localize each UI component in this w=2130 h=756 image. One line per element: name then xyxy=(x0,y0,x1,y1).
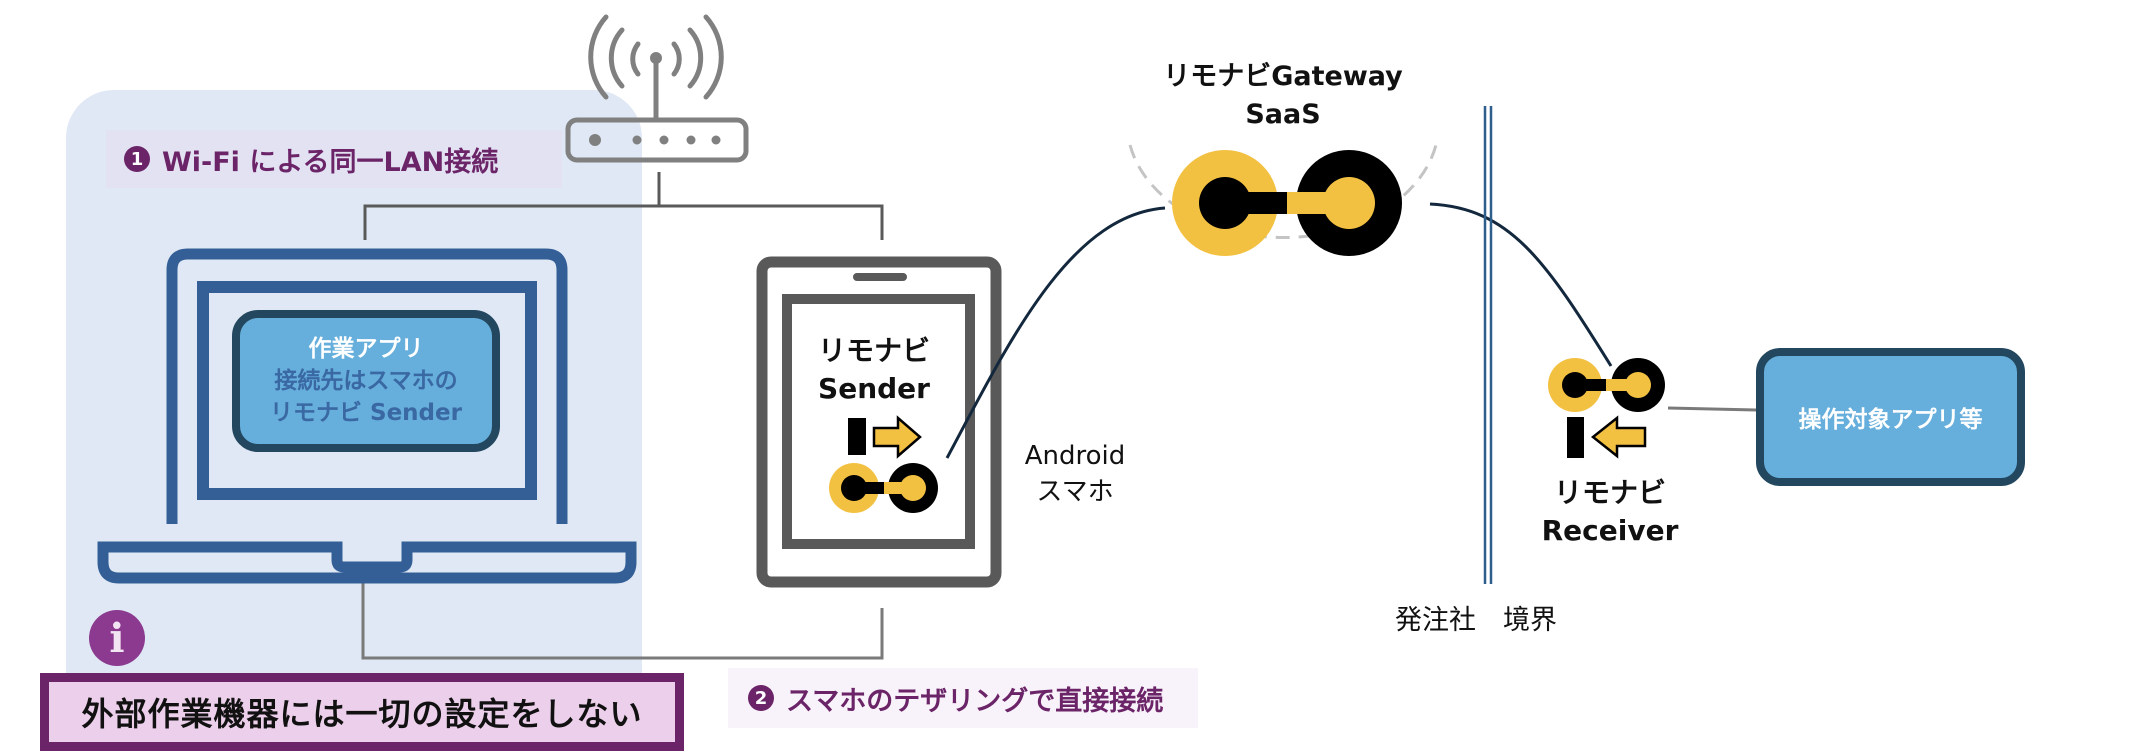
sender-name-line1: リモナビ xyxy=(817,334,930,367)
tethering-connection-label: スマホのテザリングで直接接続 xyxy=(786,685,1164,717)
company-boundary-label: 発注社 境界 xyxy=(1395,605,1557,636)
remonavi-receiver-label: リモナビ Receiver xyxy=(1520,474,1700,550)
wifi-router-icon xyxy=(565,14,749,163)
receiver-to-target-link xyxy=(1667,406,1757,412)
gateway-title-line2: SaaS xyxy=(1245,99,1321,130)
step-number-1-badge: 1 xyxy=(124,146,150,172)
tethering-connection-callout: 2 スマホのテザリングで直接接続 xyxy=(728,668,1198,728)
laptop-icon xyxy=(97,248,637,584)
wifi-lan-connection-callout: 1 Wi-Fi による同一LAN接続 xyxy=(106,130,562,188)
wifi-wave-right-outer xyxy=(703,14,724,100)
receiver-name-line1: リモナビ xyxy=(1553,476,1666,509)
wifi-lan-connection-label: Wi-Fi による同一LAN接続 xyxy=(162,146,499,178)
sender-name-line2: Sender xyxy=(818,372,930,405)
wifi-wave-right-inner xyxy=(671,41,682,77)
router-body xyxy=(565,117,749,163)
remonavi-sender-logo-icon xyxy=(829,415,938,513)
work-app-box: 作業アプリ 接続先はスマホの リモナビ Sender xyxy=(232,310,500,452)
no-configuration-notice: 外部作業機器には一切の設定をしない xyxy=(40,673,684,751)
wifi-wave-left-inner xyxy=(630,41,641,77)
android-smartphone-icon xyxy=(756,256,1002,588)
work-app-connection-note-line2: リモナビ Sender xyxy=(270,400,462,426)
sender-to-gateway-link xyxy=(945,206,1166,459)
company-boundary-line xyxy=(1483,106,1493,584)
gateway-title: リモナビGateway SaaS xyxy=(1130,58,1436,134)
gateway-cloud-boundary xyxy=(1128,144,1438,240)
android-smartphone-label: Android スマホ xyxy=(1010,438,1140,510)
gateway-to-receiver-link xyxy=(1429,202,1613,367)
wifi-wave-right-mid xyxy=(687,27,704,89)
laptop-screen xyxy=(197,281,537,500)
remonavi-receiver-logo-icon xyxy=(1548,358,1665,459)
lan-connector-line xyxy=(363,204,884,240)
gateway-title-line1: リモナビGateway xyxy=(1163,61,1403,92)
laptop-base xyxy=(97,541,637,584)
device-label-line1: Android xyxy=(1024,441,1126,471)
remonavi-gateway-logo-icon xyxy=(1172,150,1402,256)
remonavi-sender-label: リモナビ Sender xyxy=(790,332,958,408)
tethering-connector-line xyxy=(361,581,884,660)
device-label-line2: スマホ xyxy=(1036,477,1114,507)
work-app-connection-note-line1: 接続先はスマホの xyxy=(274,368,458,394)
work-app-title: 作業アプリ xyxy=(308,336,424,362)
info-icon: i xyxy=(89,610,145,666)
wifi-wave-left-mid xyxy=(608,27,625,89)
receiver-name-line2: Receiver xyxy=(1541,514,1679,547)
target-app-box: 操作対象アプリ等 xyxy=(1756,348,2025,486)
smartphone-screen xyxy=(782,294,975,549)
wifi-wave-left-outer xyxy=(588,14,609,100)
step-number-2-badge: 2 xyxy=(748,685,774,711)
